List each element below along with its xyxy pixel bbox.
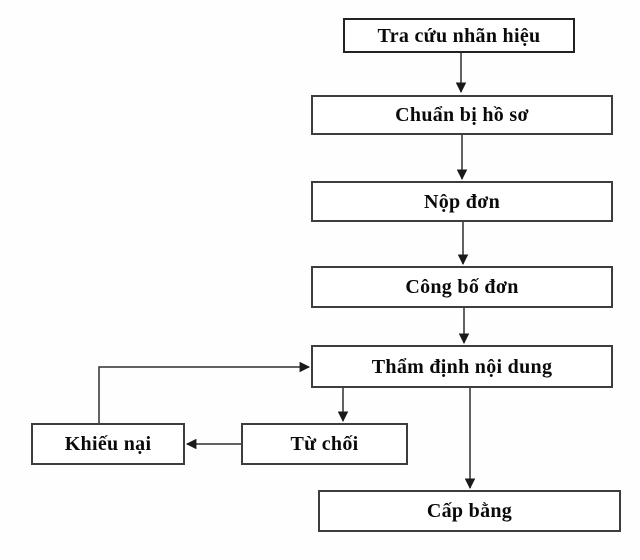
flowchart-node-tu-choi: Từ chối [241,423,408,465]
flowchart-node-cap-bang: Cấp bằng [318,490,621,532]
flowchart-node-chuan-bi-ho-so: Chuẩn bị hồ sơ [311,95,613,135]
flowchart-node-tra-cuu-nhan-hieu: Tra cứu nhãn hiệu [343,18,575,53]
flowchart-node-cong-bo-don: Công bố đơn [311,266,613,308]
flowchart-node-khieu-nai: Khiếu nại [31,423,185,465]
edge-khieunai-thamdinh [98,361,311,423]
flowchart-node-tham-dinh-noi-dung: Thẩm định nội dung [311,345,613,388]
flowchart-node-nop-don: Nộp đơn [311,181,613,222]
